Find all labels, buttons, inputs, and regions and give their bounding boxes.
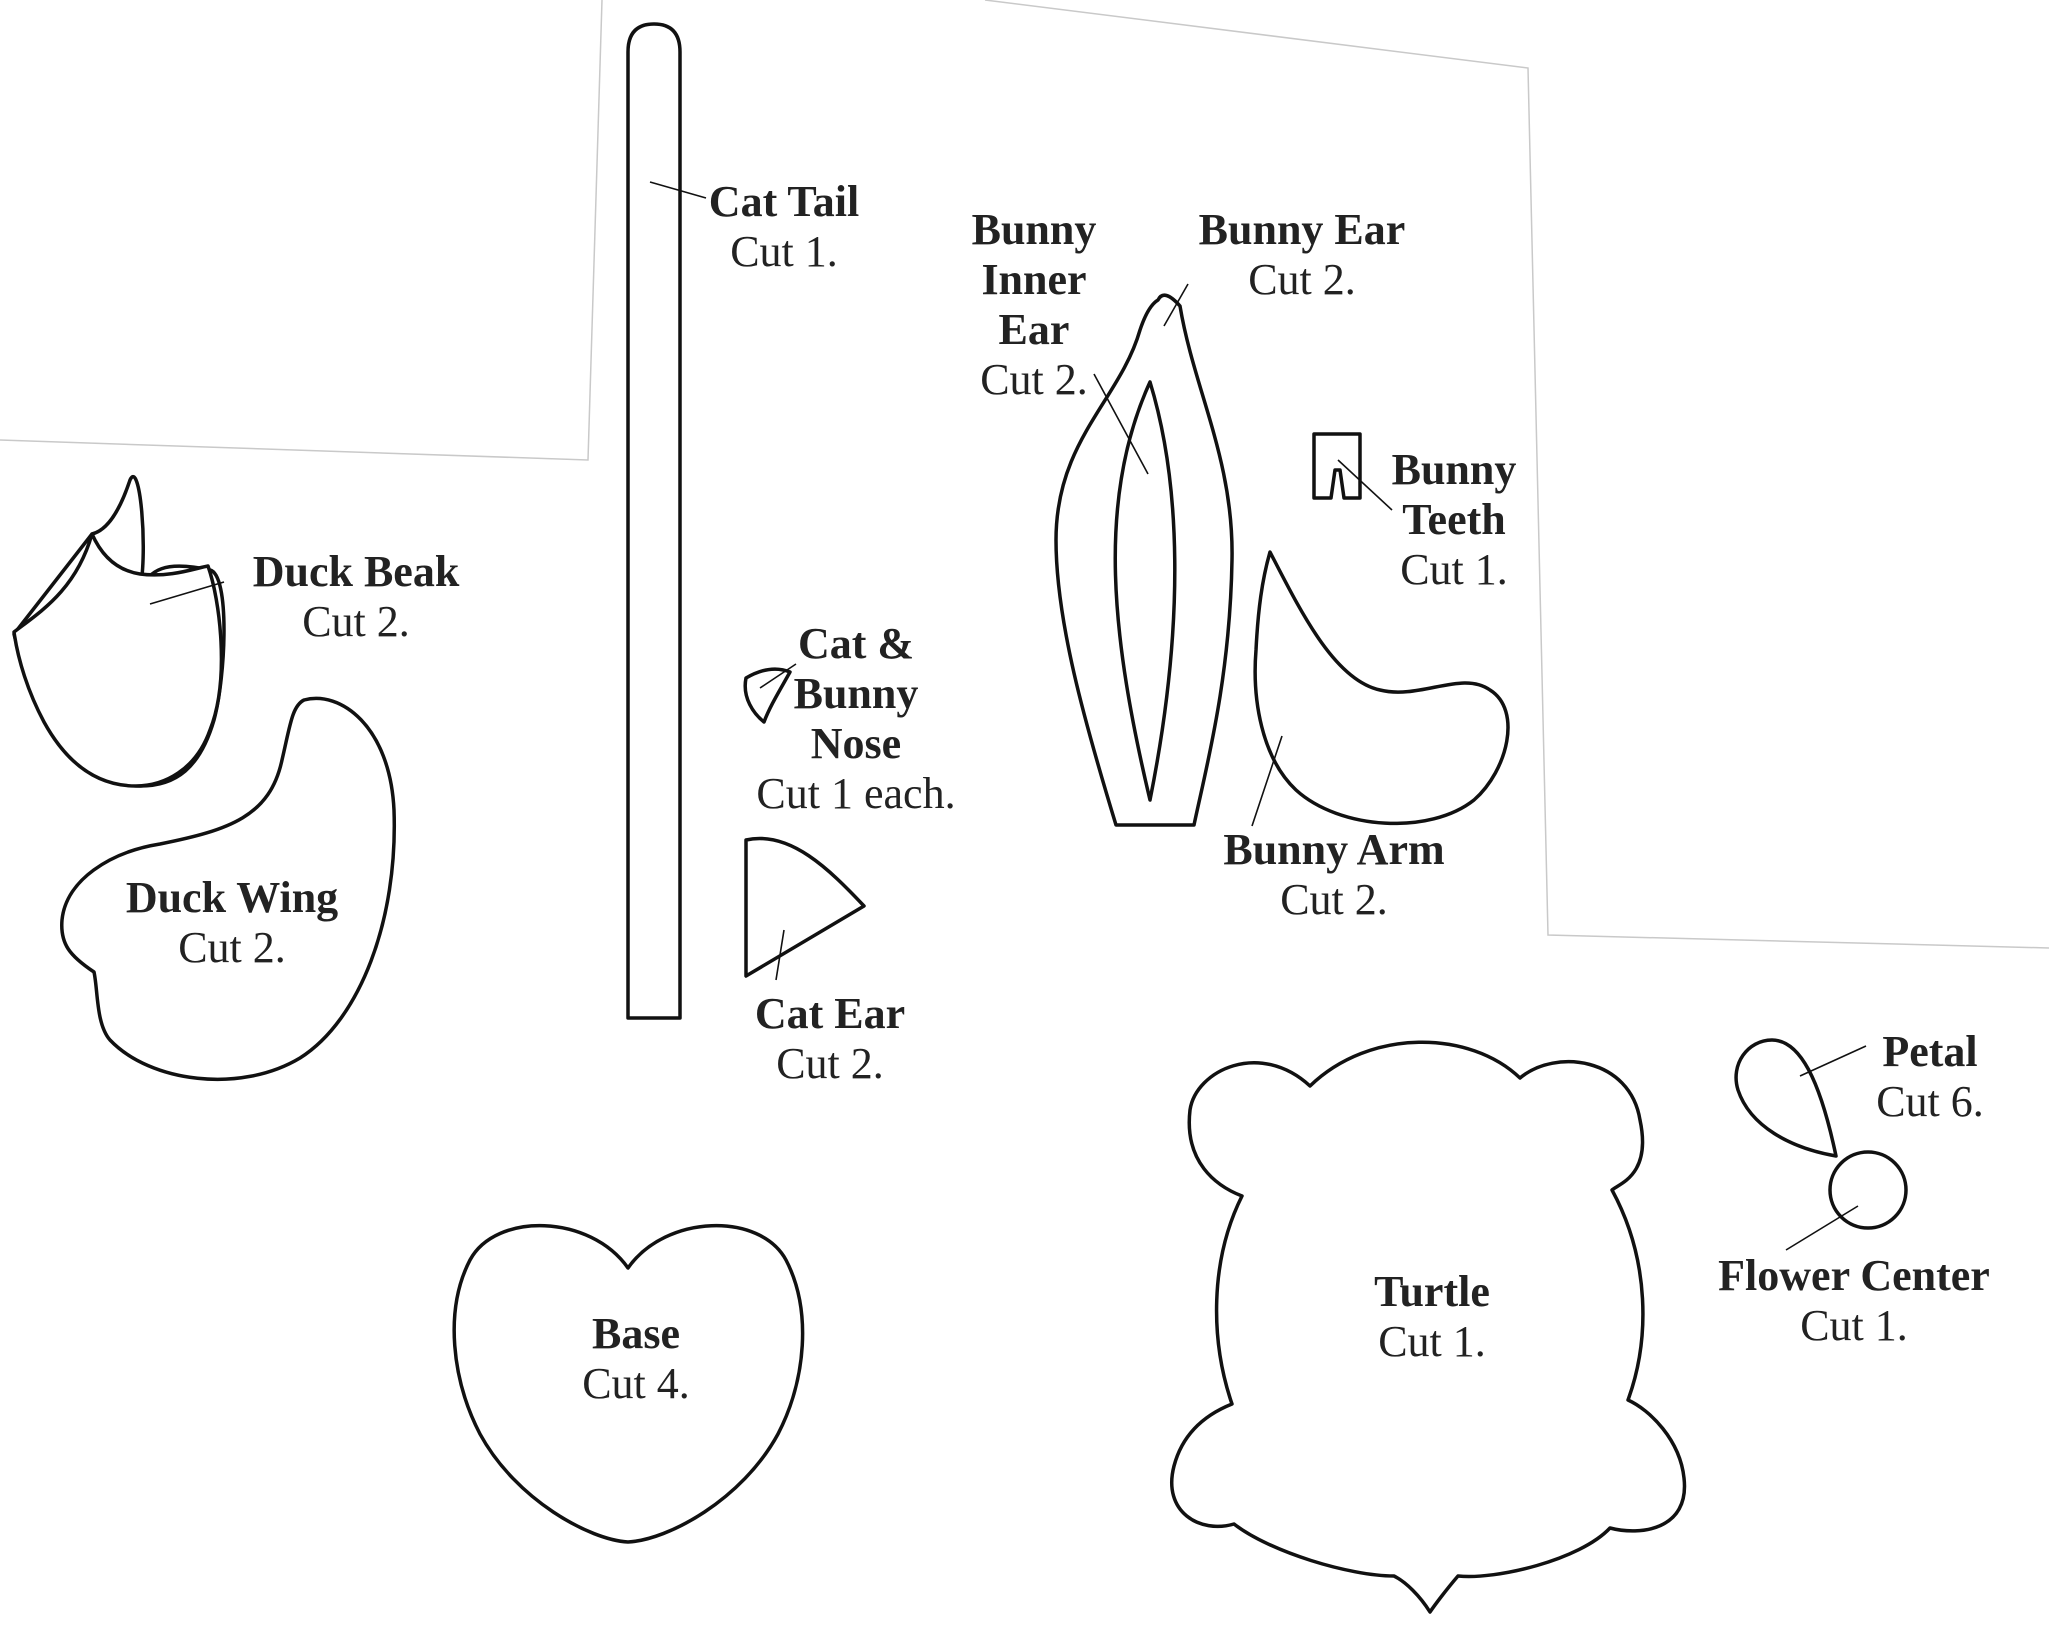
bunny-ear-cut: Cut 2. (1248, 255, 1356, 304)
bunny-ear-title: Bunny Ear (1199, 205, 1406, 254)
base-title: Base (592, 1309, 680, 1358)
flower-center-shape (1828, 1150, 1908, 1230)
duck-wing-cut: Cut 2. (178, 923, 286, 972)
cat-tail-cut: Cut 1. (730, 227, 838, 276)
petal-shape (1734, 1038, 1838, 1158)
nose-title-2: Bunny (794, 669, 919, 718)
bunny-inner-ear-leader (1093, 373, 1149, 475)
scan-edges (0, 0, 2049, 949)
bunny-arm-leader (1251, 735, 1283, 827)
duck-beak-title: Duck Beak (253, 547, 460, 596)
bunny-arm-shape (1253, 550, 1510, 826)
bunny-ear-leader (1163, 283, 1189, 327)
turtle-shape (1170, 1040, 1687, 1614)
bunny-teeth-title-2: Teeth (1402, 495, 1506, 544)
base-shape (452, 1223, 805, 1544)
flower-center-leader (1785, 1205, 1859, 1251)
bunny-inner-ear-title-1: Bunny (972, 205, 1097, 254)
cat-ear-cut: Cut 2. (776, 1039, 884, 1088)
bunny-teeth-cut: Cut 1. (1400, 545, 1508, 594)
bunny-arm-title: Bunny Arm (1223, 825, 1444, 874)
bunny-inner-ear-title-2: Inner (981, 255, 1086, 304)
flower-center-cut: Cut 1. (1800, 1301, 1908, 1350)
turtle-cut: Cut 1. (1378, 1317, 1486, 1366)
duck-beak-cut: Cut 2. (302, 597, 410, 646)
duck-wing-shape (60, 696, 397, 1082)
nose-cut: Cut 1 each. (756, 769, 955, 818)
nose-leader (759, 663, 797, 689)
petal-cut: Cut 6. (1876, 1077, 1984, 1126)
cat-ear-shape (744, 836, 866, 978)
cat-ear-title: Cat Ear (755, 989, 905, 1038)
petal-title: Petal (1882, 1027, 1977, 1076)
bunny-inner-ear-shape (1113, 380, 1177, 802)
bunny-teeth-title-1: Bunny (1392, 445, 1517, 494)
bunny-teeth-shape (1312, 432, 1362, 500)
turtle-title: Turtle (1374, 1267, 1490, 1316)
cat-ear-leader (775, 929, 785, 981)
nose-title-3: Nose (811, 719, 901, 768)
bunny-inner-ear-cut: Cut 2. (980, 355, 1088, 404)
cat-tail-leader (649, 181, 707, 199)
cat-tail-shape (626, 22, 682, 1020)
nose-shape (743, 667, 792, 724)
petal-leader (1799, 1045, 1867, 1077)
bunny-arm-cut: Cut 2. (1280, 875, 1388, 924)
flower-center-title: Flower Center (1718, 1251, 1990, 1300)
duck-beak-leader (149, 581, 225, 605)
base-cut: Cut 4. (582, 1359, 690, 1408)
bunny-inner-ear-title-3: Ear (999, 305, 1070, 354)
duck-wing-title: Duck Wing (126, 873, 338, 922)
bunny-teeth-leader (1337, 459, 1393, 511)
nose-title-1: Cat & (798, 619, 914, 668)
cat-tail-title: Cat Tail (709, 177, 859, 226)
duck-beak-outline (12, 532, 224, 788)
